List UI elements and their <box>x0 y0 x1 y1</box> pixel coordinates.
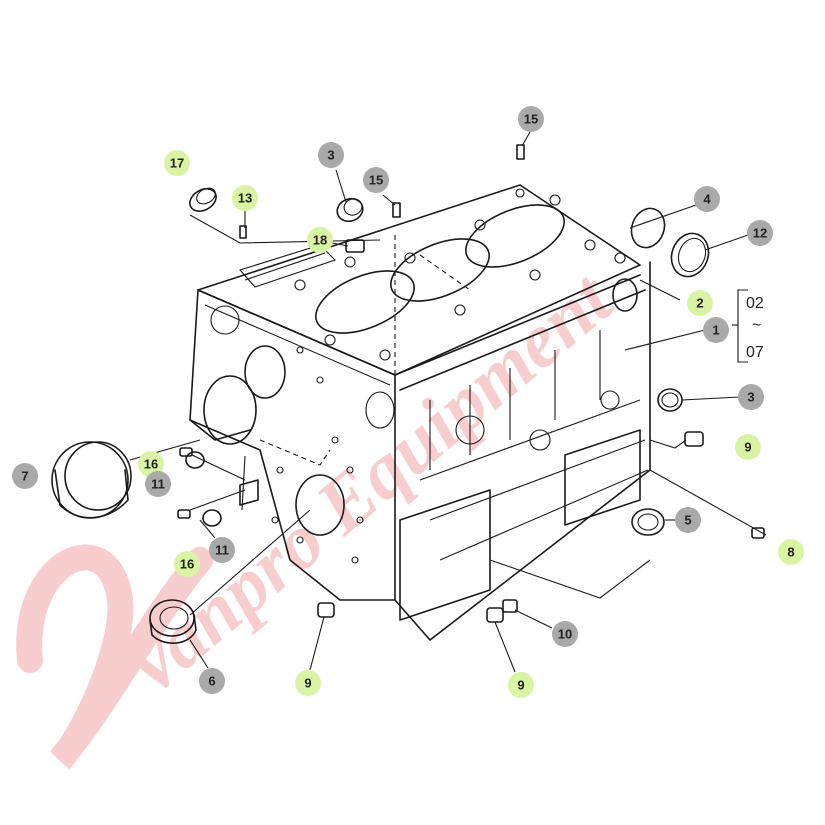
part-16-pin-a <box>179 447 193 457</box>
svg-text:3: 3 <box>747 390 754 405</box>
watermark-text: Vanpro Equipment <box>105 253 629 713</box>
callout-13: 13 <box>232 185 258 211</box>
part-11-pin-b <box>202 509 222 527</box>
small-bracket <box>239 479 259 506</box>
part-3-plug-upper <box>336 197 364 223</box>
callout-2: 2 <box>687 290 713 316</box>
part-2-bushing <box>612 278 638 312</box>
part-16-pin-b <box>177 509 191 519</box>
leader-lines <box>129 131 767 673</box>
callout-18: 18 <box>307 227 333 253</box>
part-9-plug-right <box>684 431 704 447</box>
svg-text:16: 16 <box>180 557 194 572</box>
part-9-plug-lower-left <box>317 602 335 618</box>
part-9-plug-lower-center <box>486 607 504 623</box>
part-8-plug <box>751 527 765 539</box>
part-6-bushing <box>149 599 197 644</box>
part-17-plug <box>189 187 217 212</box>
svg-text:4: 4 <box>703 192 711 207</box>
svg-text:9: 9 <box>744 440 751 455</box>
part-3-plug-lower <box>657 388 683 412</box>
callout-4: 4 <box>694 186 720 212</box>
range-from: 02 <box>746 295 764 312</box>
part-12-seal <box>670 232 710 278</box>
svg-text:3: 3 <box>327 148 334 163</box>
callout-15-b: 15 <box>518 106 544 132</box>
svg-text:15: 15 <box>524 112 538 127</box>
svg-text:13: 13 <box>238 191 252 206</box>
part-15-pin-a <box>392 202 401 218</box>
watermark-logo: Vanpro Equipment <box>16 253 629 770</box>
svg-text:1: 1 <box>712 323 719 338</box>
callout-16-b: 16 <box>174 551 200 577</box>
svg-text:16: 16 <box>144 457 158 472</box>
svg-text:8: 8 <box>787 545 794 560</box>
callout-16-a: 16 <box>138 451 164 477</box>
part-15-pin-b <box>516 144 525 160</box>
callout-9-right: 9 <box>735 434 761 460</box>
callout-3-upper: 3 <box>318 142 344 168</box>
part-4-plug <box>630 207 666 249</box>
callout-12: 12 <box>747 220 773 246</box>
callout-8: 8 <box>778 539 804 565</box>
part-13-pin <box>239 225 247 239</box>
svg-text:17: 17 <box>170 156 184 171</box>
part-10-plug <box>502 599 518 613</box>
callout-17: 17 <box>164 150 190 176</box>
callout-5: 5 <box>675 507 701 533</box>
callout-9-lower-center: 9 <box>508 672 534 698</box>
svg-text:2: 2 <box>696 296 703 311</box>
range-to: 07 <box>746 344 764 361</box>
part-18-plug <box>345 239 365 253</box>
svg-text:18: 18 <box>313 233 327 248</box>
svg-text:11: 11 <box>151 477 165 492</box>
part-7-bearing <box>51 441 132 519</box>
svg-text:11: 11 <box>215 543 229 558</box>
svg-text:5: 5 <box>684 513 691 528</box>
model-range-bracket: 02 ~ 07 <box>732 289 764 363</box>
callout-11-b: 11 <box>209 537 235 563</box>
callout-1: 1 <box>703 317 729 343</box>
svg-text:6: 6 <box>208 674 215 689</box>
part-11-pin-a <box>185 451 205 469</box>
svg-text:15: 15 <box>369 173 383 188</box>
range-separator: ~ <box>752 317 761 334</box>
cylinder-block-1 <box>189 184 651 641</box>
callout-11-a: 11 <box>145 471 171 497</box>
svg-text:9: 9 <box>517 678 524 693</box>
callout-3-lower: 3 <box>738 384 764 410</box>
callout-6: 6 <box>199 668 225 694</box>
callout-15-a: 15 <box>363 167 389 193</box>
callout-10: 10 <box>552 621 578 647</box>
svg-text:7: 7 <box>21 469 28 484</box>
callout-labels: 17 13 3 15 15 18 4 12 2 1 3 9 5 8 7 16 1… <box>12 106 804 698</box>
svg-text:9: 9 <box>304 676 311 691</box>
callout-7: 7 <box>12 463 38 489</box>
callout-9-lower-left: 9 <box>295 670 321 696</box>
part-5-seal <box>631 508 665 536</box>
svg-text:10: 10 <box>558 627 572 642</box>
svg-text:12: 12 <box>753 226 767 241</box>
